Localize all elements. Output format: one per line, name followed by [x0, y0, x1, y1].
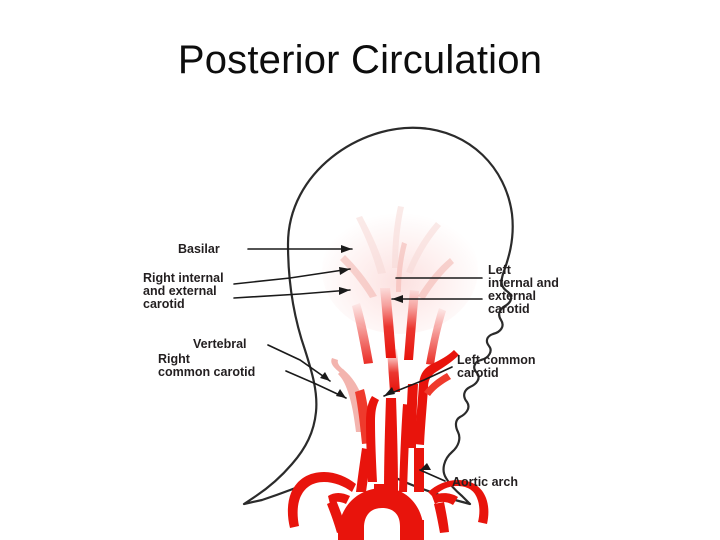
label-right-common-carotid: Right common carotid [158, 352, 255, 379]
label-left-internal-and-external-carotid-line-0: Left [488, 263, 512, 277]
anatomy-figure-svg: Basilar Right internal and external caro… [143, 126, 559, 540]
label-vertebral: Vertebral [193, 337, 247, 351]
right-common-carotid-vessel [356, 448, 372, 492]
label-right-internal-and-external-carotid: Right internal and external carotid [143, 271, 224, 311]
anatomy-figure: Basilar Right internal and external caro… [0, 92, 720, 540]
label-basilar: Basilar [178, 242, 220, 256]
label-right-internal-and-external-carotid-line-0: Right internal [143, 271, 224, 285]
label-right-internal-and-external-carotid-line-1: and external [143, 284, 217, 298]
label-left-common-carotid-line-1: carotid [457, 366, 499, 380]
basilar-artery [387, 349, 400, 392]
label-aortic-arch-line-0: Aortic arch [452, 475, 518, 489]
label-basilar-line-0: Basilar [178, 242, 220, 256]
cerebral-branch-vessels [340, 206, 454, 300]
label-left-common-carotid: Left common carotid [457, 353, 535, 380]
label-right-common-carotid-line-0: Right [158, 352, 191, 366]
label-vertebral-line-0: Vertebral [193, 337, 247, 351]
leader-lines [233, 245, 483, 482]
label-left-internal-and-external-carotid: Left internal and external carotid [488, 263, 559, 316]
label-right-internal-and-external-carotid-line-2: carotid [143, 297, 185, 311]
label-left-internal-and-external-carotid-line-2: external [488, 289, 536, 303]
label-right-common-carotid-line-1: common carotid [158, 365, 255, 379]
left-common-carotid-vessel [414, 448, 424, 492]
label-left-common-carotid-line-0: Left common [457, 353, 535, 367]
page-title: Posterior Circulation [177, 38, 543, 82]
label-aortic-arch: Aortic arch [452, 475, 518, 489]
central-arterial-trunks [384, 398, 411, 492]
label-left-internal-and-external-carotid-line-1: internal and [488, 276, 559, 290]
label-left-internal-and-external-carotid-line-3: carotid [488, 302, 530, 316]
upper-cerebral-trunks [352, 288, 446, 365]
aortic-arch-vessel [338, 484, 424, 540]
